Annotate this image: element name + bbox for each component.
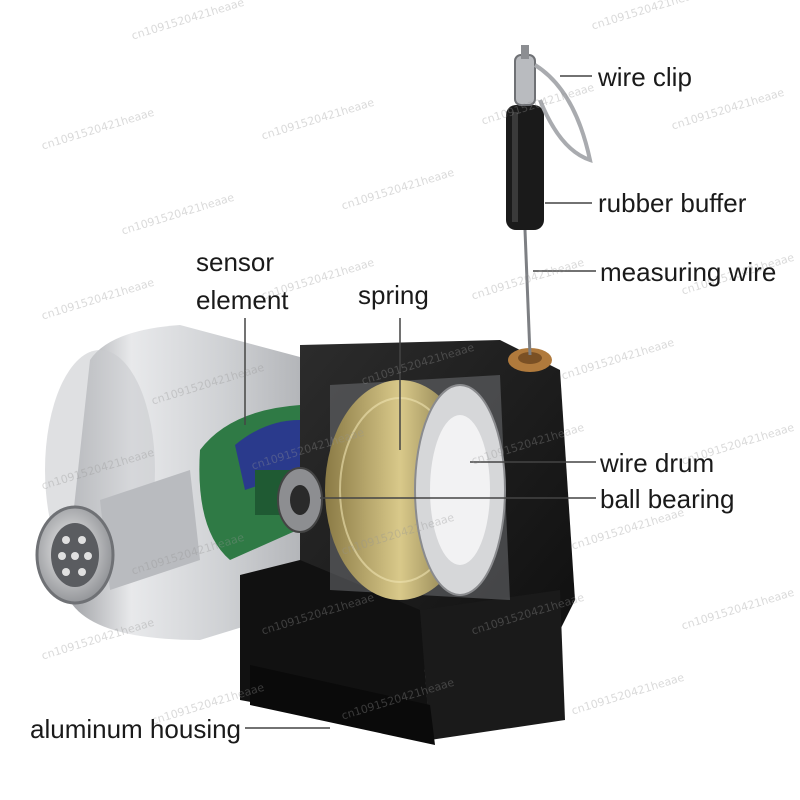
label-sensor-element-line2: element (196, 285, 289, 315)
leader-lines (244, 75, 596, 729)
label-aluminum-housing: aluminum housing (30, 714, 242, 744)
label-sensor-element-line1: sensor (196, 247, 275, 277)
label-ball-bearing: ball bearing (600, 484, 735, 514)
label-spring: spring (358, 280, 429, 310)
rubber-buffer (506, 105, 544, 230)
wire-drum (414, 384, 506, 596)
label-measuring-wire: measuring wire (600, 257, 777, 287)
wire-outlet (508, 348, 552, 372)
label-rubber-buffer: rubber buffer (598, 188, 747, 218)
round-connector (35, 470, 200, 605)
wire-clip (514, 45, 593, 164)
measuring-wire (523, 229, 532, 356)
label-wire-drum: wire drum (600, 448, 715, 478)
ball-bearing (277, 467, 323, 533)
label-wire-clip: wire clip (598, 62, 692, 92)
